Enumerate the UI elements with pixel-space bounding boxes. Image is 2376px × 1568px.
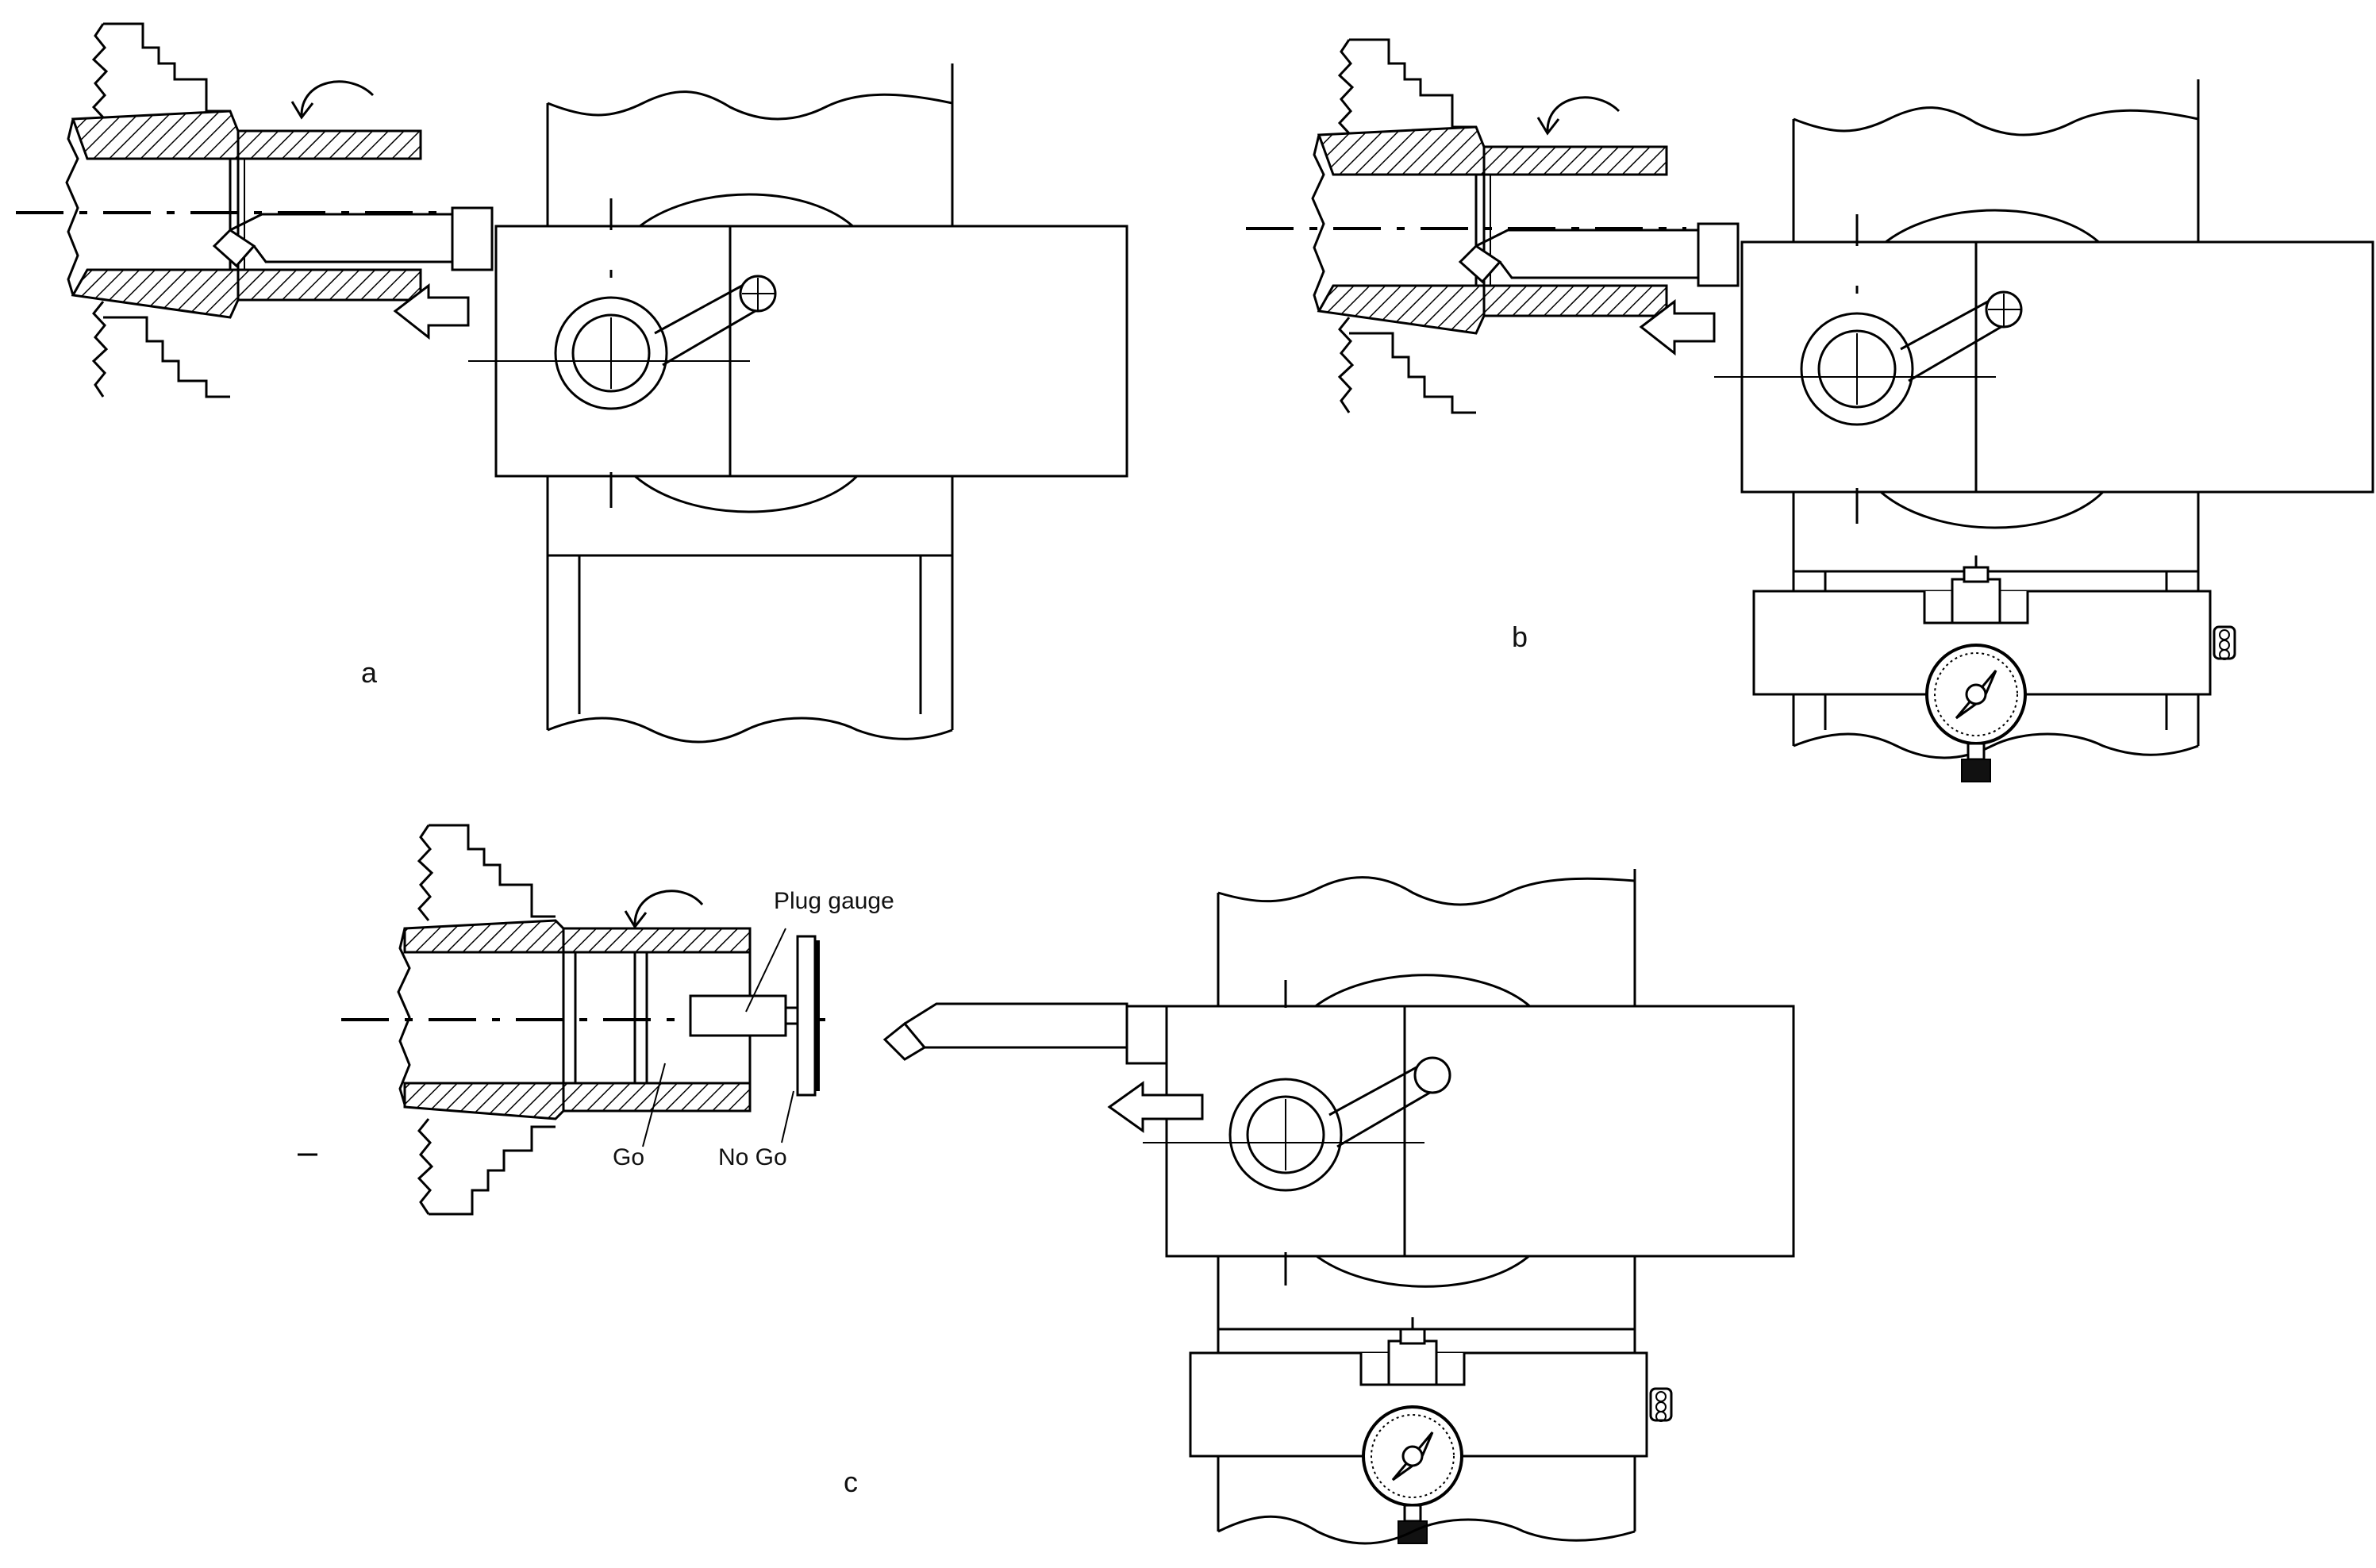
panel-c-plug-gauge-check: Plug gauge Go No Go c	[298, 824, 1795, 1545]
panel-caption-a: a	[361, 656, 378, 689]
panel-b-boring-with-dial: b	[1246, 38, 2374, 783]
go-label: Go	[613, 1144, 644, 1170]
panel-a-boring-operation: a	[16, 22, 1128, 744]
rotation-arrow-icon	[624, 890, 704, 929]
dial-indicator-icon-c	[1189, 1316, 1673, 1545]
plug-gauge-label: Plug gauge	[774, 888, 894, 914]
panel-caption-c: c	[844, 1466, 858, 1498]
chuck-jaw-icon	[397, 824, 556, 1216]
panel-caption-b: b	[1512, 621, 1528, 653]
no-go-label: No Go	[718, 1144, 787, 1170]
plug-gauge	[689, 935, 820, 1097]
lathe-setup-a	[65, 22, 1128, 744]
feed-arrow-icon	[1107, 1081, 1204, 1133]
